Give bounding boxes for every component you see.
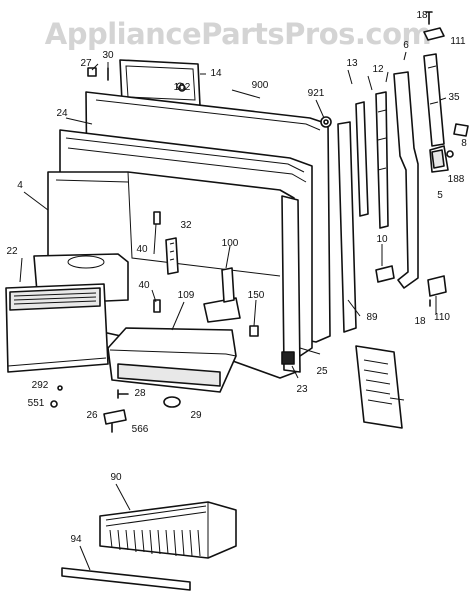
watermark: AppliancePartsPros.com — [44, 17, 432, 51]
seal-strips-part-25-23 — [281, 195, 301, 373]
hardware-part-551 — [50, 400, 58, 408]
callout-566: 566 — [131, 424, 149, 435]
part-188 — [446, 150, 454, 158]
callout-27: 27 — [80, 58, 92, 69]
callout-30: 30 — [102, 50, 114, 61]
callout-8: 8 — [461, 138, 467, 149]
handle-trim-part-35 — [423, 53, 445, 147]
callout-6: 6 — [403, 40, 409, 51]
part-150 — [249, 325, 259, 337]
callout-188: 188 — [447, 174, 465, 185]
callout-100: 100 — [221, 238, 239, 249]
callout-10: 10 — [376, 234, 388, 245]
callout-5: 5 — [437, 190, 443, 201]
bracket-part-32 — [165, 237, 179, 275]
callout-35: 35 — [448, 92, 460, 103]
callout-150: 150 — [247, 290, 265, 301]
handle-part-6 — [393, 71, 419, 289]
callout-25: 25 — [316, 366, 328, 377]
leader-lines — [19, 51, 447, 571]
hinge-part-10 — [375, 265, 395, 283]
crisper-pan-part-109 — [107, 327, 237, 393]
hardware-part-292 — [57, 385, 63, 391]
hardware-part-29 — [163, 396, 181, 408]
callout-40a: 40 — [136, 244, 148, 255]
callout-551: 551 — [27, 398, 45, 409]
callout-24: 24 — [56, 108, 68, 119]
callout-40b: 40 — [138, 280, 150, 291]
callout-102: 102 — [173, 82, 191, 93]
trim-part-13 — [355, 101, 369, 217]
callout-26: 26 — [86, 410, 98, 421]
manual-booklet — [355, 345, 403, 429]
callout-921: 921 — [307, 88, 325, 99]
callout-94: 94 — [70, 534, 82, 545]
callout-111: 111 — [450, 36, 466, 47]
screw-part-18 — [425, 11, 433, 25]
callout-110: 110 — [434, 312, 450, 323]
callout-12: 12 — [372, 64, 384, 75]
callout-13: 13 — [346, 58, 358, 69]
bracket-part-5 — [429, 145, 449, 173]
callout-32: 32 — [180, 220, 192, 231]
clips-part-40 — [153, 211, 161, 313]
callout-18: 18 — [416, 10, 428, 21]
part-8 — [453, 123, 469, 137]
callout-292: 292 — [31, 380, 49, 391]
hardware-part-26 — [103, 409, 127, 425]
hardware-part-27 — [87, 67, 97, 77]
callout-28: 28 — [134, 388, 146, 399]
callout-29: 29 — [190, 410, 202, 421]
hardware-part-921 — [323, 119, 329, 125]
callout-90: 90 — [110, 472, 122, 483]
hardware-part-28 — [117, 389, 129, 399]
callout-89: 89 — [366, 312, 378, 323]
bar-part-94 — [61, 567, 191, 591]
callout-14: 14 — [210, 68, 222, 79]
callout-109: 109 — [177, 290, 195, 301]
cap-part-111 — [423, 27, 445, 41]
hardware-part-102 — [178, 84, 186, 92]
callout-18b: 18 — [414, 316, 426, 327]
basket-part-90 — [99, 501, 237, 559]
freezer-door-part-22 — [5, 283, 109, 373]
callout-23: 23 — [296, 384, 308, 395]
trim-part-12 — [375, 91, 389, 229]
callout-4: 4 — [17, 180, 23, 191]
shelf-part-100 — [203, 267, 241, 323]
callout-22: 22 — [6, 246, 18, 257]
strip-part-89 — [337, 121, 357, 333]
callout-900: 900 — [251, 80, 269, 91]
hinge-part-110 — [427, 275, 447, 297]
